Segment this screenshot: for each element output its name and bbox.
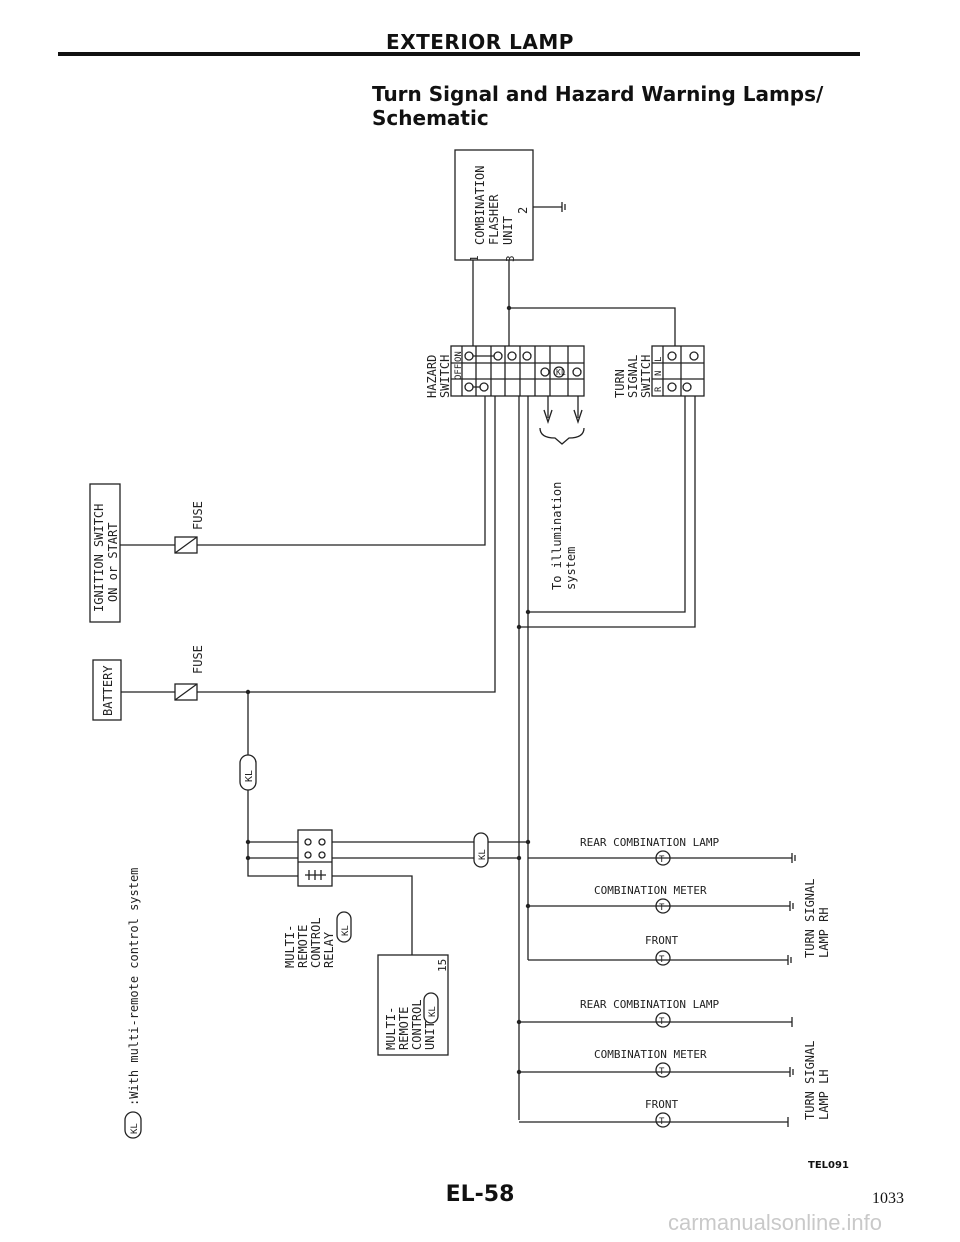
fuse-label-1: FUSE: [191, 501, 205, 530]
kl-badge-upper: KL: [244, 770, 255, 782]
unit-label-2: REMOTE: [397, 1007, 411, 1050]
turn-switch-label-1: TURN: [613, 369, 627, 398]
lh-lamp-front-symbol: T: [659, 1117, 665, 1127]
lh-lamp-front-label: FRONT: [645, 1098, 678, 1111]
lh-lamp-meter-symbol: T: [659, 1067, 665, 1077]
relay-label-4: RELAY: [322, 931, 336, 968]
flasher-label-2: FLASHER: [487, 194, 501, 245]
hazard-t-symbol: KL: [556, 368, 566, 377]
relay-label-2: REMOTE: [296, 925, 310, 968]
hazard-on-label: ON: [454, 351, 464, 362]
flasher-pin-2: 2: [516, 207, 530, 214]
lh-lamp-group: REAR COMBINATION LAMP T COMBINATION METE…: [516, 998, 831, 1128]
fuse-label-2: FUSE: [191, 645, 205, 674]
relay-label-3: CONTROL: [309, 917, 323, 968]
figure-code: TEL091: [808, 1160, 849, 1171]
rh-lamp-front-label: FRONT: [645, 934, 678, 947]
hazard-off-label: OFF: [454, 364, 464, 380]
rh-lamp-rear-label: REAR COMBINATION LAMP: [580, 836, 719, 849]
flasher-pin-1: 1: [468, 255, 481, 262]
multi-remote-control-unit: MULTI- REMOTE CONTROL UNIT 15 KL: [377, 954, 449, 1056]
hazard-switch-label-1: HAZARD: [425, 355, 439, 398]
relay-input-wires: [247, 841, 298, 877]
turn-r-label: R: [654, 386, 664, 392]
illumination-brace: [539, 427, 585, 445]
rh-lamp-front-symbol: T: [659, 955, 665, 965]
turn-signal-switch: TURN SIGNAL SWITCH L N R: [613, 345, 705, 398]
turn-switch-lh-return: [519, 396, 696, 628]
header-rule: [58, 52, 860, 56]
hazard-switch-label-2: SWITCH: [438, 355, 452, 398]
kl-connector-middle: KL: [473, 832, 489, 868]
multi-remote-control-relay: MULTI- REMOTE CONTROL RELAY KL: [283, 829, 352, 968]
ignition-label-2: ON or START: [106, 523, 120, 602]
page-index: 1033: [872, 1190, 904, 1207]
turn-l-label: L: [654, 357, 664, 362]
kl-legend-badge: KL: [130, 1123, 140, 1134]
lh-group-label-2: LAMP LH: [817, 1069, 831, 1120]
kl-connector-upper: KL: [239, 754, 257, 791]
flasher-label-3: UNIT: [501, 216, 515, 245]
section-title: Turn Signal and Hazard Warning Lamps/ Sc…: [372, 82, 823, 130]
hazard-switch: HAZARD SWITCH ON OFF KL: [425, 345, 585, 398]
kl-badge-middle: KL: [478, 849, 488, 860]
unit-pin-15: 15: [436, 959, 449, 972]
turn-n-label: N: [654, 371, 664, 376]
kl-legend-note: :With multi-remote control system: [127, 868, 141, 1106]
ignition-label-1: IGNITION SWITCH: [92, 504, 106, 612]
lh-lamp-meter-label: COMBINATION METER: [594, 1048, 707, 1061]
relay-output-wires: [332, 841, 474, 955]
rh-lamp-rear-symbol: T: [659, 855, 665, 865]
lh-group-label-1: TURN SIGNAL: [803, 1041, 817, 1120]
battery-fuse: FUSE: [174, 645, 205, 701]
turn-switch-label-2: SIGNAL: [626, 355, 640, 398]
combination-flasher-unit: COMBINATION FLASHER UNIT 2 1 3: [454, 149, 566, 262]
section-title-line-1: Turn Signal and Hazard Warning Lamps/: [372, 82, 824, 106]
rh-group-label-2: LAMP RH: [817, 907, 831, 958]
flasher-pin-3: 3: [504, 255, 517, 262]
unit-label-3: CONTROL: [410, 999, 424, 1050]
ignition-to-hazard: [197, 396, 486, 546]
lh-lamp-rear-symbol: T: [659, 1017, 665, 1027]
flasher-label-1: COMBINATION: [473, 166, 487, 245]
relay-kl-badge: KL: [341, 925, 351, 936]
battery-label: BATTERY: [101, 665, 115, 716]
unit-label-1: MULTI-: [384, 1007, 398, 1050]
kl-legend: KL :With multi-remote control system: [124, 868, 142, 1139]
unit-kl-badge: KL: [428, 1006, 438, 1017]
turn-switch-label-3: SWITCH: [639, 355, 653, 398]
flasher-to-turn-switch: [509, 307, 676, 346]
rh-lamp-meter-symbol: T: [659, 903, 665, 913]
page-header-title: EXTERIOR LAMP: [386, 30, 574, 54]
battery-to-hazard: [197, 396, 496, 693]
relay-label-1: MULTI-: [283, 925, 297, 968]
lh-lamp-rear-label: REAR COMBINATION LAMP: [580, 998, 719, 1011]
ignition-switch: IGNITION SWITCH ON or START: [89, 483, 121, 623]
page-number: EL-58: [445, 1182, 515, 1207]
turn-switch-rh-return: [528, 396, 686, 613]
battery: BATTERY: [92, 659, 122, 721]
section-title-line-2: Schematic: [372, 106, 489, 130]
illumination-label-2: system: [564, 547, 578, 590]
kl-to-bus-wires: [488, 841, 528, 859]
rh-lamp-meter-label: COMBINATION METER: [594, 884, 707, 897]
rh-group-label-1: TURN SIGNAL: [803, 879, 817, 958]
illumination-arrows: [543, 396, 583, 425]
illumination-label-1: To illumination: [550, 482, 564, 590]
unit-label-4: UNIT: [423, 1021, 437, 1050]
rh-lamp-group: REAR COMBINATION LAMP T COMBINATION METE…: [525, 836, 831, 966]
watermark: carmanualsonline.info: [668, 1210, 883, 1235]
